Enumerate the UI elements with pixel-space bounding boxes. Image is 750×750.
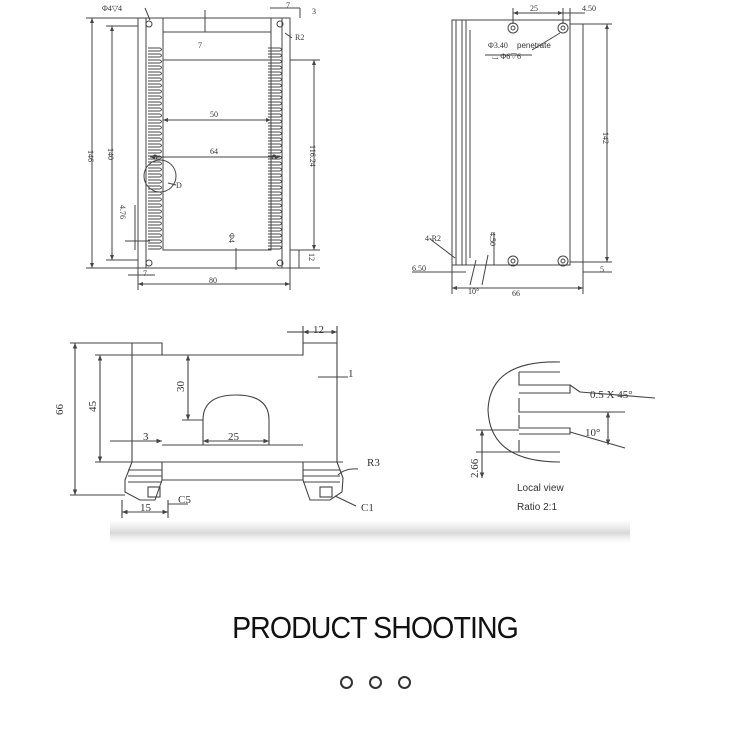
label-width-64: 64 xyxy=(210,147,218,156)
label-hole-phi4: Φ4 xyxy=(227,233,236,243)
label-height-142: 142 xyxy=(601,132,610,144)
carousel-dot-2[interactable] xyxy=(368,676,382,689)
label-width-66: 66 xyxy=(512,289,520,298)
label-overall-height: 146 xyxy=(86,150,95,162)
label-dim-66: 66 xyxy=(54,404,66,416)
label-top-25: 25 xyxy=(530,4,538,13)
technical-drawing: Φ4▽4 7 3 R2 7 146 140 50 64 116.24 D 4.7… xyxy=(54,1,656,546)
local-view-ratio: Ratio 2:1 xyxy=(517,502,557,513)
label-top-3: 3 xyxy=(312,7,316,16)
label-angle-10: 10° xyxy=(468,287,479,296)
label-local-angle: 10° xyxy=(585,427,600,439)
local-view-caption: Local view xyxy=(517,483,564,494)
label-dim-15: 15 xyxy=(140,502,152,514)
label-hole-phi3-40: Φ3.40 xyxy=(488,41,508,50)
label-dim-2-66: 2.66 xyxy=(469,458,481,478)
label-6-50: 6.50 xyxy=(412,264,426,273)
label-overall-width: 80 xyxy=(209,276,217,285)
label-c1: C1 xyxy=(361,502,374,514)
label-counterbore: ⌴ Φ6▽6 xyxy=(492,52,521,61)
label-width-50: 50 xyxy=(210,110,218,119)
end-view-labels: 12 1 66 45 30 3 25 R3 C5 15 C1 xyxy=(54,324,380,514)
label-4-76: 4.76 xyxy=(118,205,127,219)
label-height-116: 116.24 xyxy=(308,145,317,167)
carousel-dots xyxy=(0,676,750,689)
label-dim-30: 30 xyxy=(175,381,187,393)
label-4-50-side: 4.50 xyxy=(488,232,497,246)
label-dim-45: 45 xyxy=(87,401,99,413)
carousel-dot-1[interactable] xyxy=(339,676,353,689)
label-dim-25: 25 xyxy=(228,431,240,443)
label-detail-marker: D xyxy=(176,181,182,190)
label-inner-7: 7 xyxy=(198,41,202,50)
label-top-7: 7 xyxy=(286,1,290,10)
label-hole-top-left: Φ4▽4 xyxy=(102,4,122,13)
label-dim-5: 5 xyxy=(600,265,604,274)
front-view xyxy=(86,7,320,290)
label-top-4-50: 4.50 xyxy=(582,4,596,13)
front-view-labels: Φ4▽4 7 3 R2 7 146 140 50 64 116.24 D 4.7… xyxy=(86,1,317,285)
label-penetrate: penetrate xyxy=(517,41,551,50)
label-inner-height: 140 xyxy=(106,148,115,160)
side-view-labels: 25 4.50 Φ3.40 penetrate ⌴ Φ6▽6 142 4-R2 … xyxy=(412,4,610,298)
end-view xyxy=(70,326,359,518)
label-c5: C5 xyxy=(178,494,191,506)
carousel-dot-3[interactable] xyxy=(397,676,411,689)
label-4-r2: 4-R2 xyxy=(425,234,441,243)
side-view xyxy=(412,8,612,294)
label-top-12: 12 xyxy=(313,324,324,336)
drawing-shadow xyxy=(110,520,630,546)
label-12: 12 xyxy=(307,253,316,261)
section-title: PRODUCT SHOOTING xyxy=(232,610,519,645)
label-r3: R3 xyxy=(367,457,380,469)
local-detail-view xyxy=(476,361,656,478)
local-view-labels: 0.5 X 45° 10° 2.66 Local view Ratio 2:1 xyxy=(469,389,633,513)
label-chamfer: 0.5 X 45° xyxy=(590,389,633,401)
label-dim-1: 1 xyxy=(348,368,354,380)
label-dim-3: 3 xyxy=(143,431,149,443)
label-r2: R2 xyxy=(295,33,304,42)
label-bottom-7: 7 xyxy=(143,269,147,278)
